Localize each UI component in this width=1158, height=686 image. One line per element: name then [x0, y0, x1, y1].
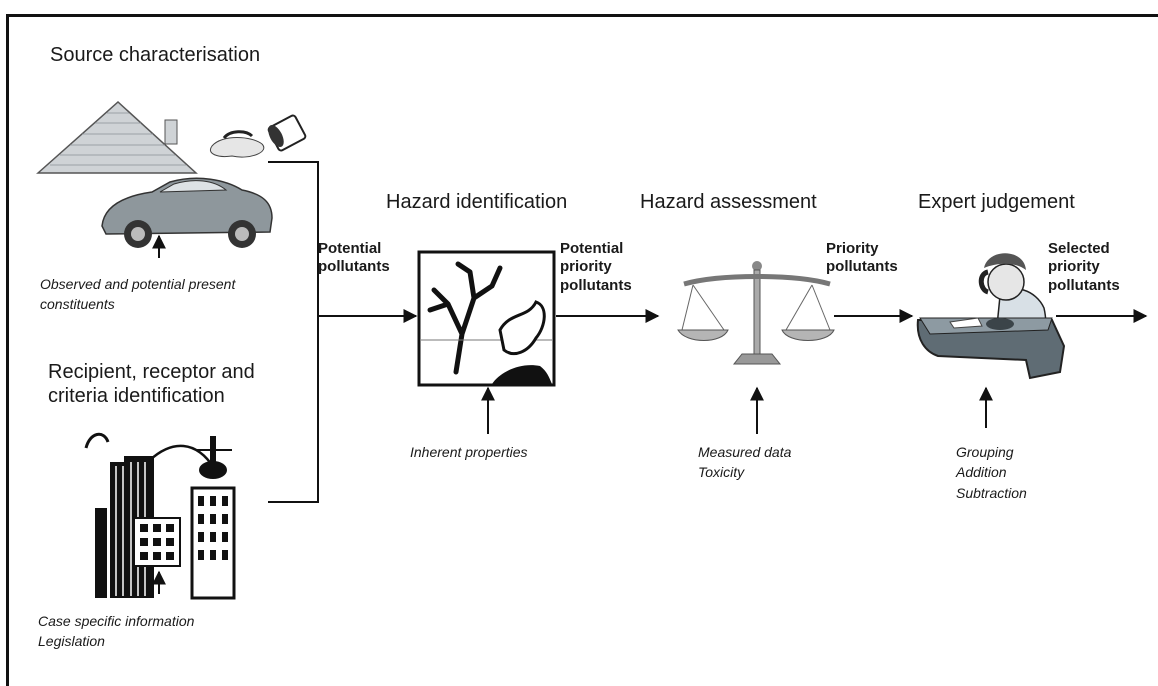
expert-at-desk-icon [916, 253, 1066, 380]
input-inherent-properties: Inherent properties [410, 444, 528, 460]
car-icon [101, 177, 273, 248]
house-icon [36, 100, 198, 174]
input-measured-data-toxicity: Measured data Toxicity [698, 444, 792, 481]
source-characterisation-title: Source characterisation [50, 44, 261, 66]
dead-tree-icon [417, 250, 556, 387]
stage-title-hazard-identification: Hazard identification [386, 191, 568, 213]
flow-label-potential-pollutants: Potential pollutants [318, 240, 390, 276]
balance-scale-icon [677, 261, 835, 365]
source-note: Observed and potential present constitue… [40, 276, 236, 313]
input-grouping-addition-subtraction: Grouping Addition Subtraction [956, 444, 1027, 501]
recipient-note: Case specific information Legislation [38, 613, 195, 650]
paint-spill-icon [210, 114, 307, 158]
diagram-frame [6, 14, 1158, 686]
flow-label-priority-pollutants: Priority pollutants [826, 240, 898, 276]
recipient-title: Recipient, receptor and criteria identif… [48, 361, 255, 407]
stage-title-expert-judgement: Expert judgement [918, 191, 1075, 213]
stage-title-hazard-assessment: Hazard assessment [640, 191, 817, 213]
flow-label-potential-priority-pollutants: Potential priority pollutants [560, 240, 632, 294]
city-icon [84, 432, 236, 600]
flow-connectors [152, 161, 1148, 594]
flow-label-selected-priority-pollutants: Selected priority pollutants [1048, 240, 1120, 294]
